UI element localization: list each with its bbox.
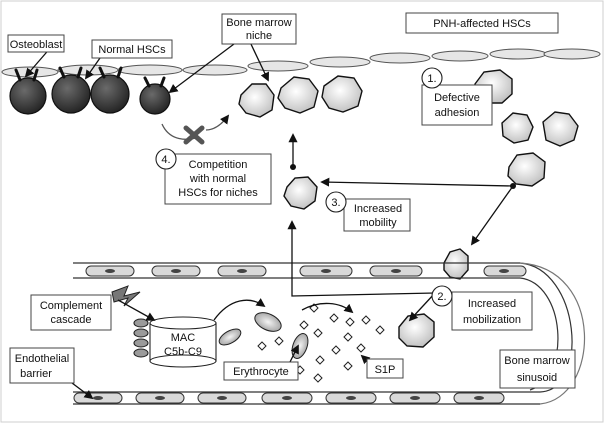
step-3-number: 3.	[331, 197, 340, 209]
defective-adhesion-label-2: adhesion	[435, 107, 480, 119]
receptor-sticks	[14, 66, 166, 88]
sinusoid-label-2: sinusoid	[517, 372, 557, 384]
endothelial-bottom-nuclei	[93, 396, 484, 400]
complement-cascade-label-2: cascade	[51, 314, 92, 326]
endothelial-barrier-label-2: barrier	[20, 368, 52, 380]
endothelial-top-nuclei	[105, 269, 509, 273]
sinusoid-label-1: Bone marrow	[504, 355, 569, 367]
increased-mobility-label-2: mobility	[359, 217, 397, 229]
normal-hscs-label: Normal HSCs	[98, 44, 166, 56]
competition-label-2: with normal	[189, 173, 246, 185]
complement-cascade-label-1: Complement	[40, 300, 102, 312]
increased-mobilization-label-1: Increased	[468, 298, 516, 310]
mac-label-2: C5b-C9	[164, 346, 202, 358]
step-2-number: 2.	[437, 291, 446, 303]
osteoblast-cells	[9, 74, 171, 115]
pnh-hscs-label: PNH-affected HSCs	[433, 18, 531, 30]
erythrocyte-label: Erythrocyte	[233, 366, 289, 378]
mac-label-1: MAC	[171, 332, 196, 344]
defective-adhesion-label-1: Defective	[434, 92, 480, 104]
x-cross-icon	[183, 125, 205, 145]
bone-marrow-niche-label-2: niche	[246, 30, 272, 42]
increased-mobilization-label-2: mobilization	[463, 314, 521, 326]
label-boxes	[7, 12, 576, 389]
step-1-number: 1.	[427, 73, 436, 85]
lightning-bolt-icon	[111, 285, 141, 307]
competition-label-3: HSCs for niches	[178, 187, 258, 199]
step-4-number: 4.	[161, 154, 170, 166]
mac-complex	[133, 316, 217, 368]
erythrocytes	[218, 312, 309, 359]
arrows	[24, 37, 514, 400]
osteoblast-label: Osteoblast	[10, 39, 63, 51]
s1p-diamonds	[257, 303, 385, 383]
increased-mobility-label-1: Increased	[354, 203, 402, 215]
step-circles	[155, 67, 453, 307]
endothelial-barrier-label-1: Endothelial	[15, 353, 69, 365]
competition-label-1: Competition	[189, 159, 248, 171]
s1p-label: S1P	[375, 364, 396, 376]
bone-marrow-niche-label-1: Bone marrow	[226, 17, 291, 29]
bone-surface	[1, 48, 601, 78]
